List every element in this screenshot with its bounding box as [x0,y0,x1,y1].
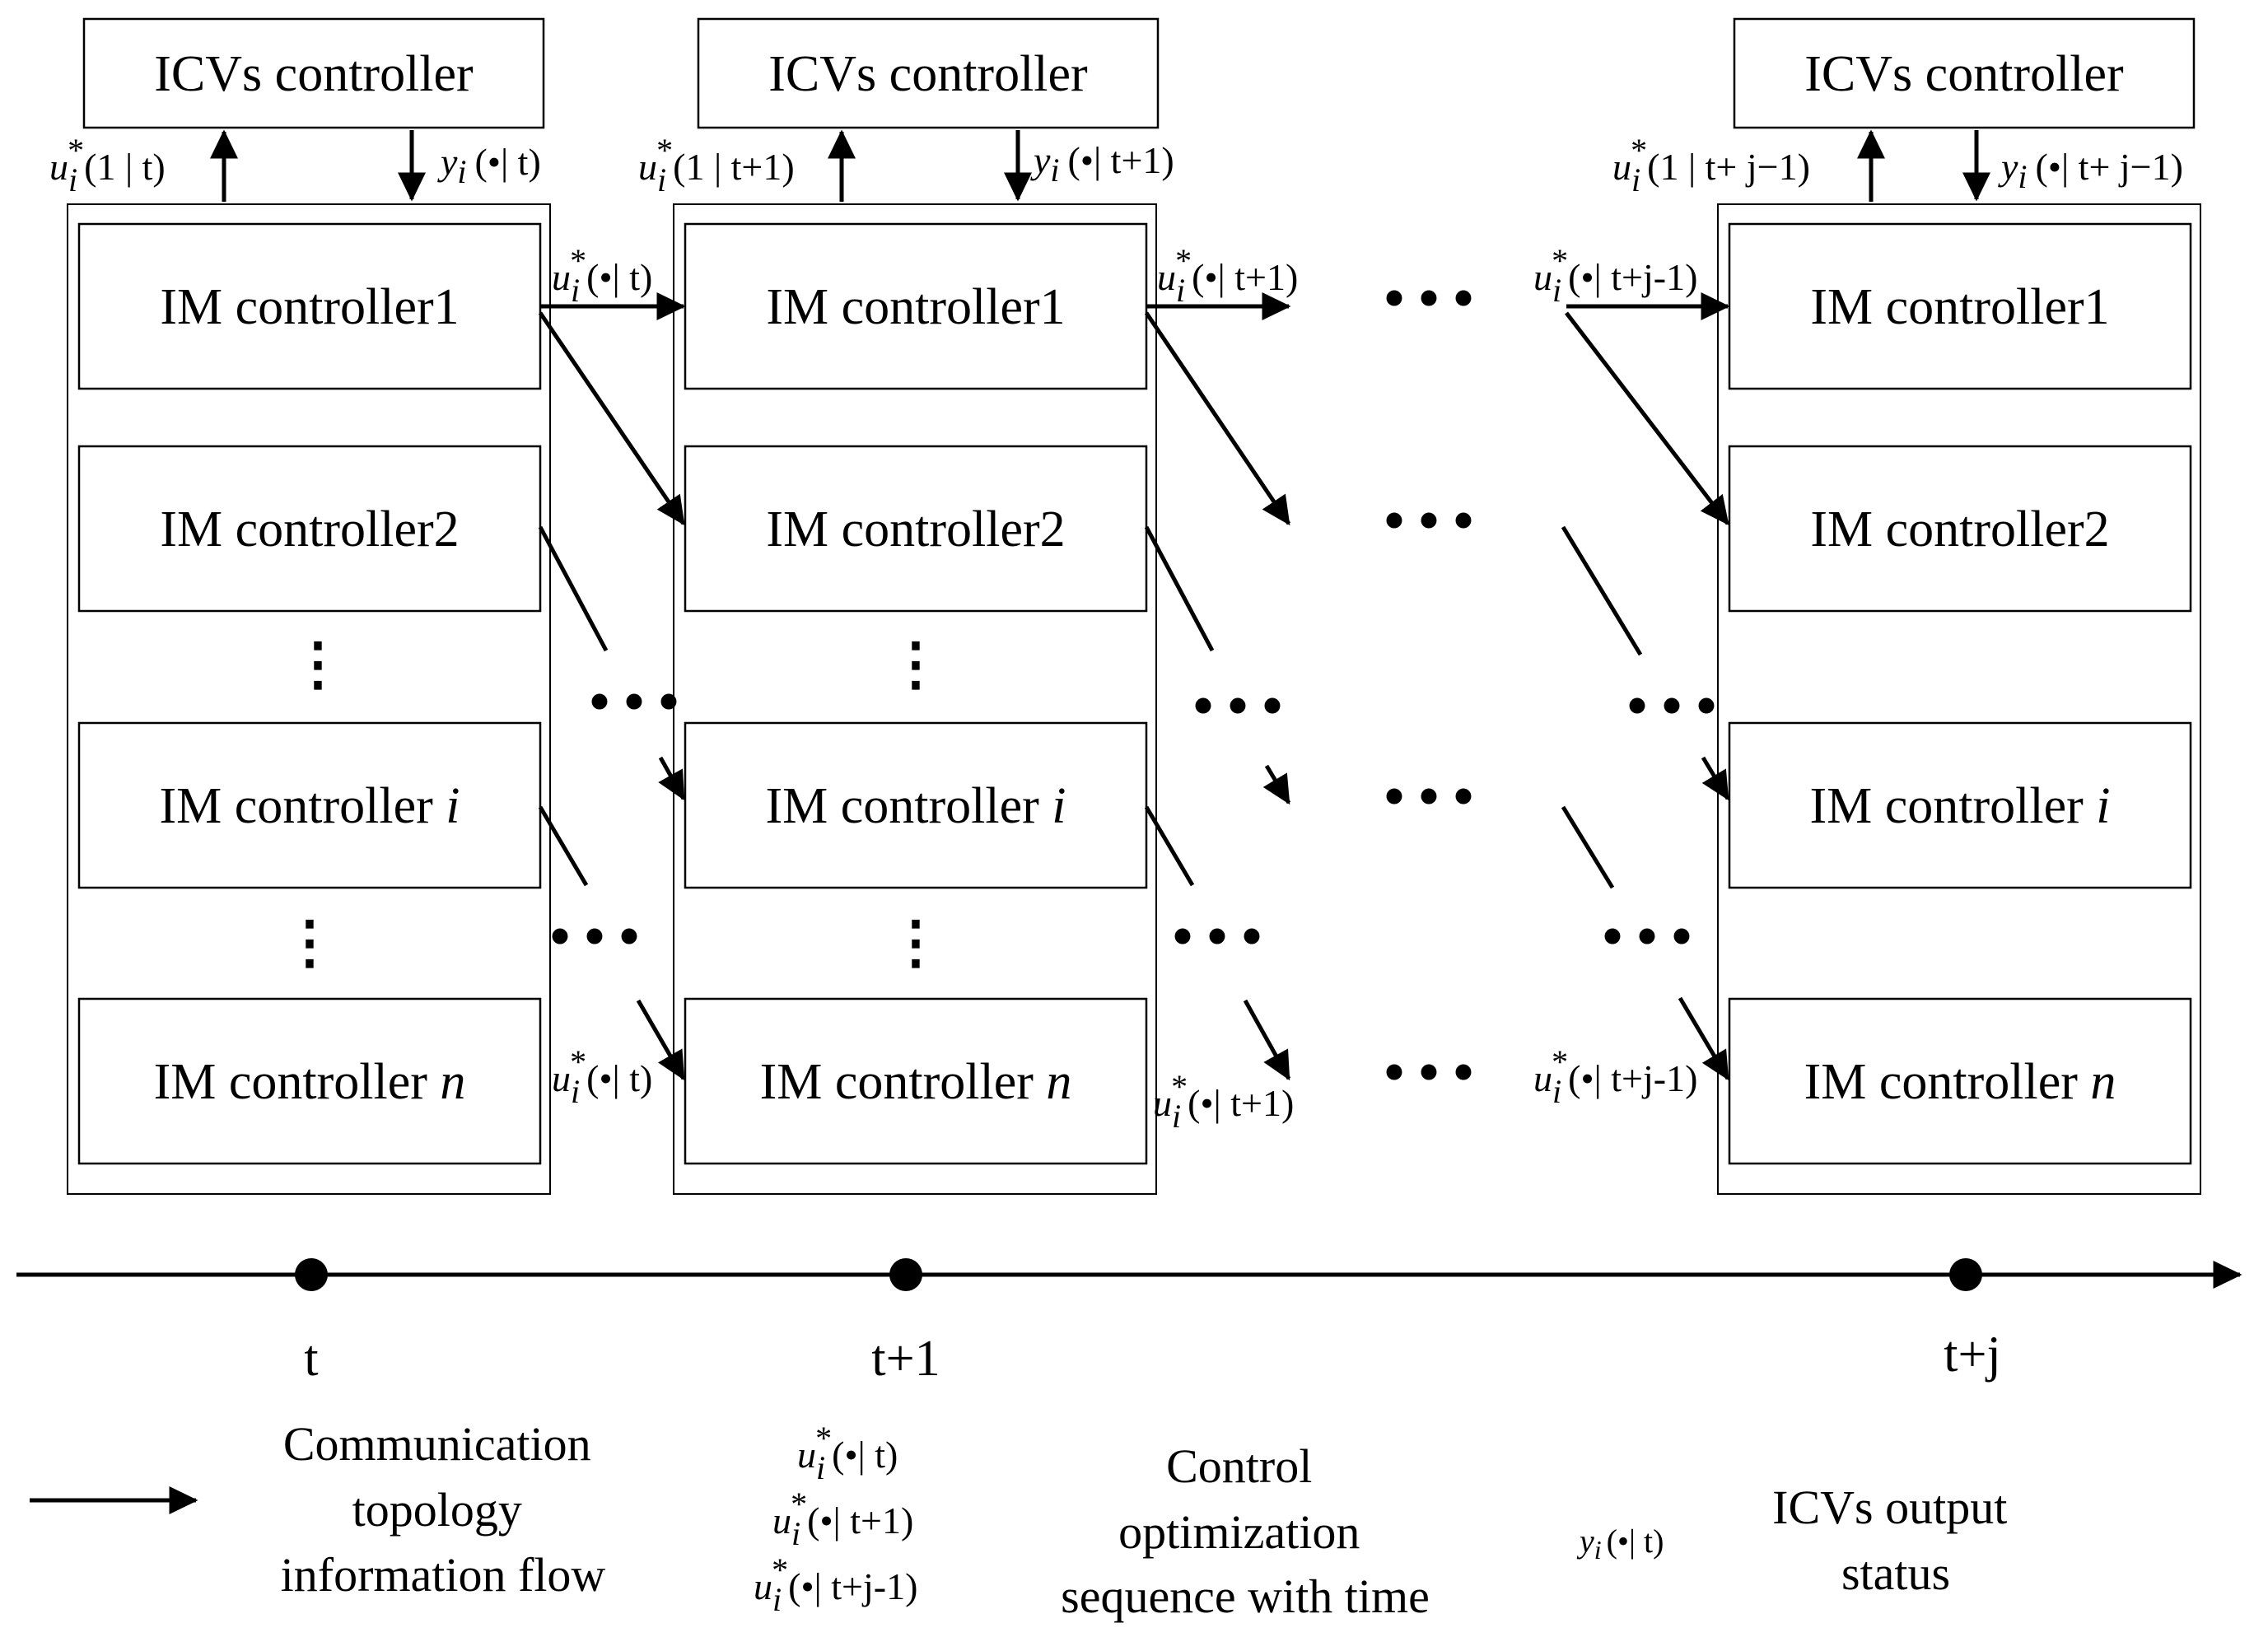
flow-arrow [1561,805,1615,889]
time-point-t1 [889,1258,922,1291]
ellipsis: • • • [1384,267,1474,330]
im-controller-2-box-t [77,445,542,613]
im-controller-n-box-t1 [684,997,1148,1165]
im-stack-frame-tj [1717,203,2201,1195]
vertical-dots-a-t1: ⋮ [887,633,945,697]
legend-y-symbol: yi(•| t) [1576,1523,1664,1565]
u-output-label-tj: ui*(1 | t+ j−1) [1612,132,1810,198]
legend-arrow-text: Communication topology information flow [281,1417,606,1602]
time-label-t1: t+1 [871,1331,940,1387]
im-controller-i-box-t [77,721,542,889]
legend-u-seq-3: ui*(•| t+j-1) [754,1551,917,1618]
icv-controller-label-tj: ICVs controller [1804,46,2124,102]
im-stack-frame-t [67,203,551,1195]
ellipsis: • • • [1193,674,1283,738]
im-controller-2-label-tj: IM controller2 [1810,501,2109,557]
flow-labels: ui*(•| t) ui*(•| t+1) ui*(•| t+j-1) ui*(… [552,242,1697,1135]
legend-u-seq-2: ui*(•| t+1) [772,1485,913,1552]
column-tj: ICVs controller IM controller1 IM contro… [1612,17,2201,1195]
im-controller-n-box-t [77,997,542,1165]
legend-control-text: Control optimization sequence with time [1061,1439,1430,1623]
im-controller-n-label-tj: IM controller n [1804,1054,2116,1110]
time-point-t [295,1258,328,1291]
legend-u-seq-1: ui*(•| t) [797,1420,898,1486]
im-controller-n-label-t: IM controller n [154,1054,466,1110]
y-input-label-tj: yi(•| t+ j−1) [1998,146,2183,195]
im-controller-i-label-t1: IM controller i [765,778,1066,834]
ellipsis: • • • [1603,905,1692,968]
legend: Communication topology information flow … [30,1417,2019,1623]
im-controller-2-label-t1: IM controller2 [766,501,1065,557]
im-controller-i-label-tj: IM controller i [1809,778,2110,834]
time-label-t: t [304,1331,318,1387]
flow-arrow [1565,311,1729,525]
im-controller-2-box-t1 [684,445,1148,613]
flow-label-u-t1-top: ui*(•| t+1) [1157,242,1298,309]
time-point-tj [1949,1258,1982,1291]
flow-arrow [1243,999,1291,1081]
icv-controller-box-t1 [697,17,1160,129]
ellipsis: • • • [1384,1041,1474,1104]
flow-arrow [538,805,589,887]
column-t1: ICVs controller IM controller1 IM contro… [638,17,1174,1195]
flow-arrow [1701,756,1730,801]
im-controller-1-label-tj: IM controller1 [1810,279,2109,335]
ellipsis: • • • [590,670,679,734]
icv-controller-label-t1: ICVs controller [768,46,1088,102]
flow-label-u-tj-top: ui*(•| t+j-1) [1533,242,1697,309]
flow-arrow [538,311,686,526]
icv-controller-box-tj [1733,17,2196,129]
time-label-tj: t+j [1944,1327,2000,1383]
im-controller-1-label-t: IM controller1 [160,279,459,335]
im-stack-frame-t1 [673,203,1157,1195]
flow-arrow [1678,996,1730,1081]
legend-output-text: ICVs output status [1772,1481,2019,1600]
ellipsis: • • • [1384,765,1474,828]
im-controller-i-label-t: IM controller i [159,778,460,834]
y-input-label-t: yi(•| t) [437,141,541,190]
flow-label-u-tj-bottom: ui*(•| t+j-1) [1533,1043,1697,1110]
im-controller-2-label-t: IM controller2 [160,501,459,557]
ellipsis-markers: • • • • • • • • • • • • • • • • • • • • … [550,267,1717,1104]
u-output-label-t1: ui*(1 | t+1) [638,132,795,198]
vertical-dots-b-t: ⋮ [281,912,338,975]
flow-label-u-t-bottom: ui*(•| t) [552,1043,652,1110]
flow-arrow [1262,764,1291,805]
im-controller-i-box-t1 [684,721,1148,889]
flow-label-u-t-top: ui*(•| t) [552,242,652,309]
im-controller-n-box-tj [1728,997,2192,1165]
flow-arrow [658,756,686,801]
timeline: t t+1 t+j [16,1258,2242,1387]
im-controller-n-label-t1: IM controller n [760,1054,1072,1110]
ellipsis: • • • [1384,489,1474,553]
ellipsis: • • • [1173,905,1262,968]
icv-controller-label-t: ICVs controller [154,46,474,102]
u-output-label-t: ui*(1 | t) [49,132,166,198]
im-controller-1-box-t1 [684,222,1148,390]
flow-label-u-t1-bottom: ui*(•| t+1) [1153,1068,1294,1135]
im-controller-1-box-t [77,222,542,390]
ellipsis: • • • [1627,674,1717,738]
flow-arrow [636,999,686,1081]
ellipsis: • • • [550,905,640,968]
im-controller-2-box-tj [1728,445,2192,613]
flow-arrow [1144,805,1195,887]
icv-controller-box-t [82,17,545,129]
information-flow [538,292,1730,1081]
flow-arrow [538,525,609,652]
column-t: ICVs controller IM controller1 IM contro… [49,17,551,1195]
im-controller-1-label-t1: IM controller1 [766,279,1065,335]
flow-arrow [1561,525,1643,656]
flow-arrow [1144,311,1291,526]
im-controller-i-box-tj [1728,721,2192,889]
im-controller-1-box-tj [1728,222,2192,390]
vertical-dots-a-t: ⋮ [289,633,347,697]
y-input-label-t1: yi(•| t+1) [1030,139,1174,189]
vertical-dots-b-t1: ⋮ [887,912,945,975]
flow-arrow [1144,525,1215,652]
